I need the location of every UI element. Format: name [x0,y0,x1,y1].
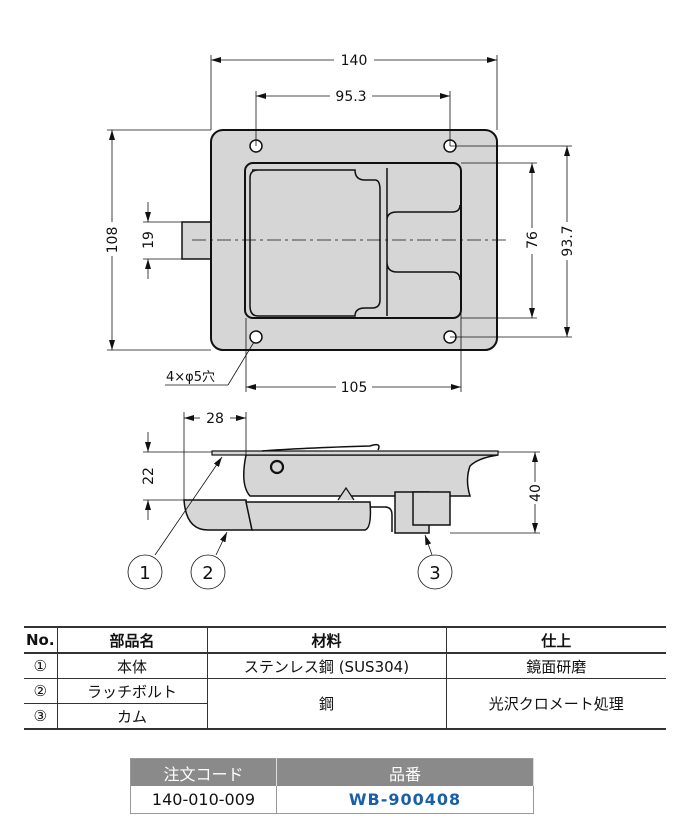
dim-28: 28 [206,411,224,427]
callout-label-3: 3 [429,563,440,584]
parts-table: No. 部品名 材料 仕上 ① 本体 ステンレス鋼 (SUS304) 鏡面研磨 … [24,626,666,730]
hole-note: 4×φ5穴 [166,370,215,385]
dim-22: 22 [141,467,157,485]
dim-95-3: 95.3 [335,89,366,105]
header-finish: 仕上 [445,627,666,654]
cell-no: ③ [24,703,57,730]
cell-part-name: ラッチボルト [56,678,207,704]
callout-2 [190,554,226,590]
order-code: 140-010-009 [130,786,277,814]
pivot-icon [269,459,285,475]
latch-bolt-top [181,221,213,260]
header-order-code: 注文コード [130,758,277,786]
dim-40: 40 [528,484,544,502]
top-view-dimensions: 140 95.3 108 19 76 93.7 105 4×φ5穴 [103,50,576,396]
callout-label-1: 1 [139,563,150,584]
callout-label-2: 2 [202,563,213,584]
table-row: ② ラッチボルト 鋼 光沢クロメート処理 [24,678,666,730]
header-part-number: 品番 [276,758,534,786]
side-view [127,412,540,590]
latch-bolt-side [183,499,253,531]
cell-no: ② [24,678,57,704]
dim-93-7: 93.7 [560,225,576,256]
cell-part-name: 本体 [56,653,207,679]
header-material: 材料 [206,627,446,654]
order-row: 140-010-009 WB-900408 [130,786,534,814]
header-part-name: 部品名 [56,627,207,654]
table-row: ③ カム [24,703,666,730]
handle [249,169,381,317]
cell-finish: 鏡面研磨 [445,653,666,679]
callout-3 [417,554,453,590]
cell-material: 鋼 [206,678,446,730]
hole-icon [249,330,263,344]
top-view [107,55,572,392]
dim-76: 76 [525,231,541,249]
dim-105: 105 [341,380,368,396]
header-no: No. [24,627,57,654]
cell-material: ステンレス鋼 (SUS304) [206,653,446,679]
cell-part-name: カム [56,703,207,730]
body-side [243,454,499,497]
cell-finish: 光沢クロメート処理 [445,678,666,730]
table-header-row: No. 部品名 材料 仕上 [24,627,666,654]
technical-drawing: 140 95.3 108 19 76 93.7 105 4×φ5穴 [103,50,576,590]
cell-no: ① [24,653,57,679]
table-row: ① 本体 ステンレス鋼 (SUS304) 鏡面研磨 [24,653,666,679]
callout-1 [127,554,163,590]
order-table: 注文コード 品番 140-010-009 WB-900408 [130,758,534,814]
order-header-row: 注文コード 品番 [130,758,534,786]
dim-140: 140 [341,53,368,69]
side-view-dimensions: 28 22 40 1 2 3 [139,411,544,584]
dim-108: 108 [105,227,121,254]
flange [211,450,499,456]
dim-19: 19 [141,231,157,249]
part-number: WB-900408 [276,786,534,814]
